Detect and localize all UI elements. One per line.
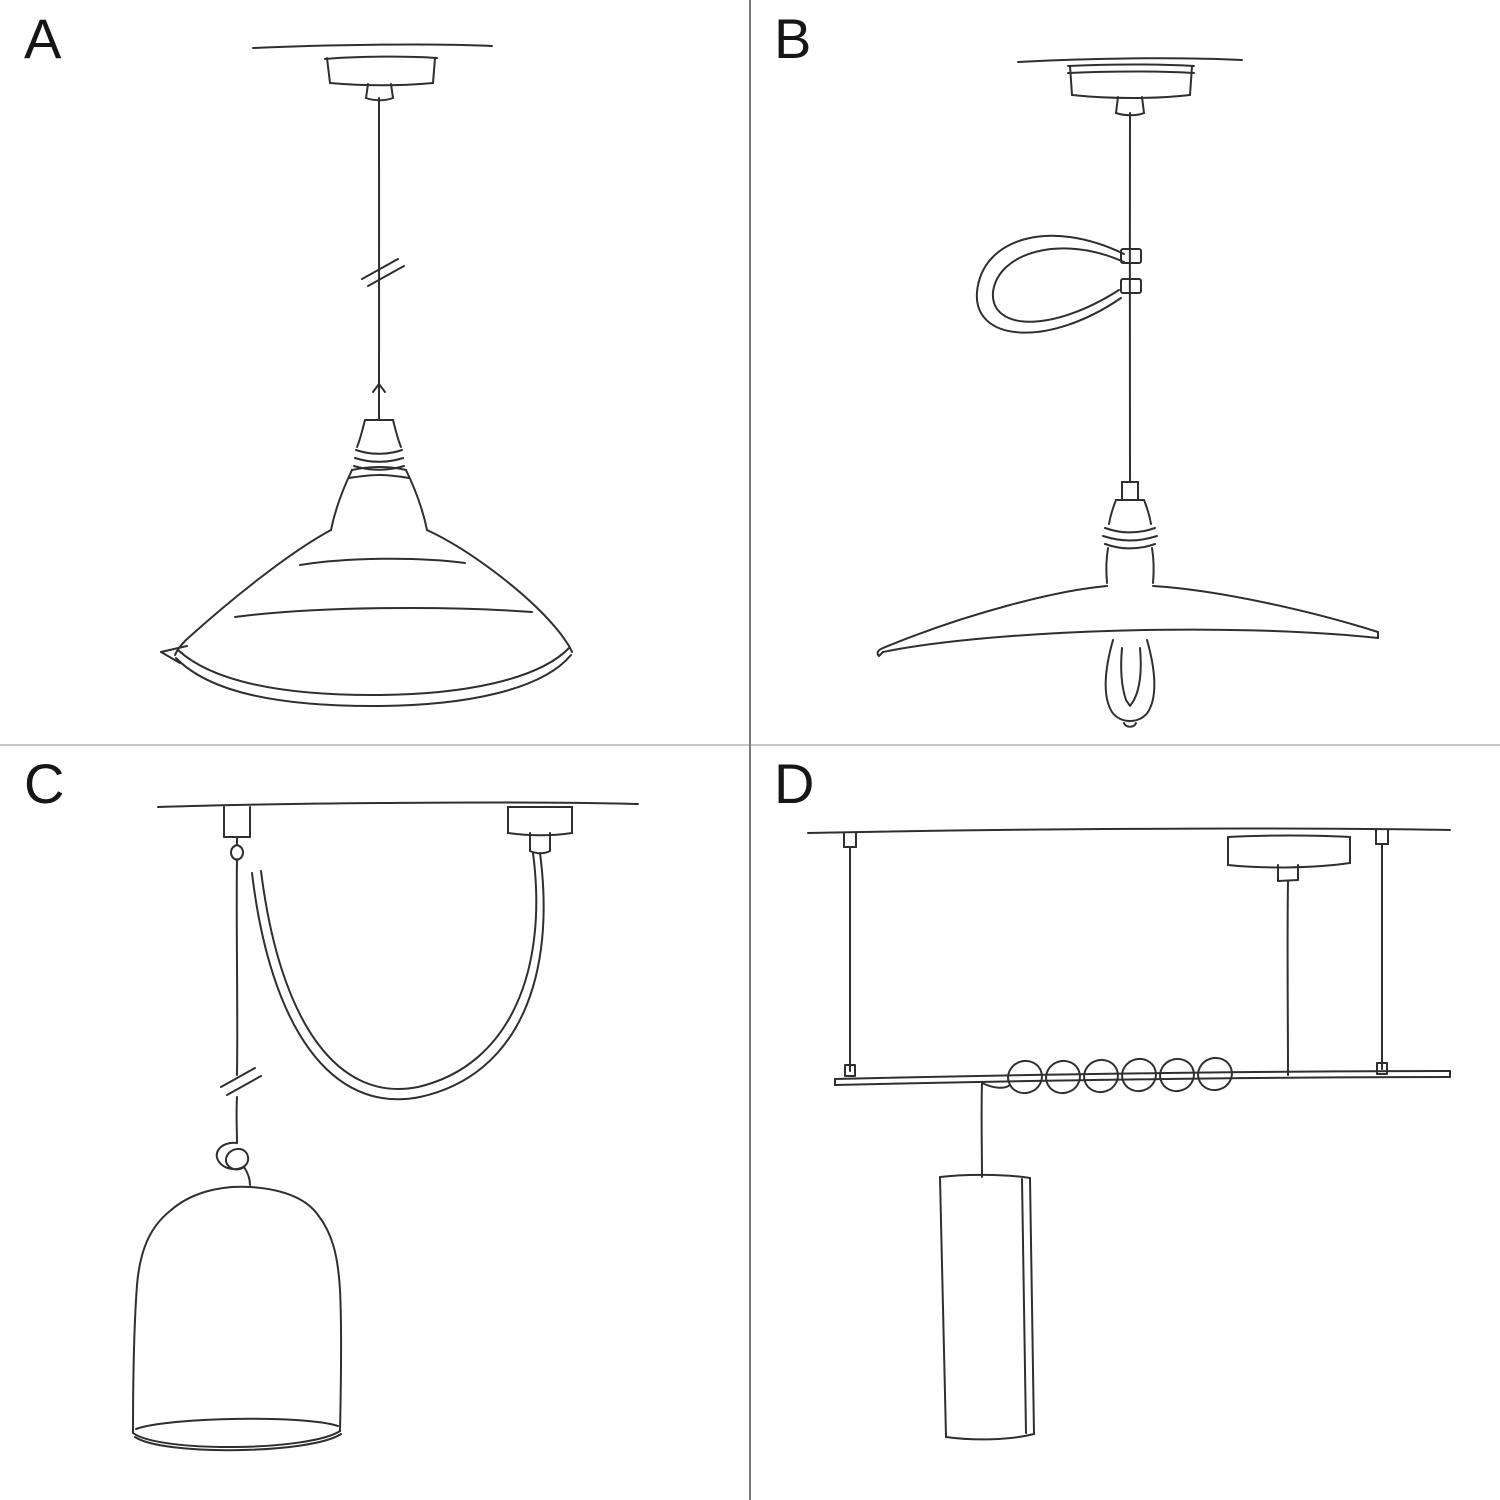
ceiling-rose <box>507 806 573 855</box>
pendant-cable <box>1128 112 1132 483</box>
swag-cable <box>251 852 545 1101</box>
vertical-divider <box>749 0 751 1500</box>
right-suspension-wire <box>1375 829 1389 1075</box>
bar-suspension-tube-pendant-sketch <box>807 827 1451 1441</box>
ceiling-rose <box>1227 834 1351 1076</box>
bell-shade <box>132 1185 343 1452</box>
lamp-holder <box>1102 481 1158 584</box>
swag-hook <box>223 806 251 861</box>
plate-shade-pendant-sketch <box>876 57 1379 728</box>
cable-knot <box>215 1141 251 1186</box>
panel-d: D <box>750 745 1500 1500</box>
horizontal-bar <box>834 1070 1451 1086</box>
swag-bell-shade-pendant-sketch <box>132 801 639 1452</box>
ceiling-line <box>807 827 1451 834</box>
panel-a: A <box>0 0 750 745</box>
ceiling-rose <box>1067 63 1195 117</box>
ceiling-line <box>1017 57 1243 63</box>
ceiling-line <box>157 801 639 808</box>
panel-label-d: D <box>774 752 816 815</box>
panel-c: C <box>0 745 750 1500</box>
panel-label-b: B <box>774 7 813 70</box>
panel-b: B <box>750 0 1500 745</box>
pendant-cable <box>361 97 405 421</box>
coiled-cable <box>981 1056 1233 1095</box>
light-bulb <box>1104 639 1156 728</box>
tube-shade <box>939 1173 1035 1441</box>
ceiling-line <box>252 43 493 49</box>
drop-cable <box>220 858 262 1144</box>
lamp-holder <box>330 419 428 531</box>
industrial-shade-pendant-sketch <box>160 43 573 707</box>
panel-label-c: C <box>24 752 66 815</box>
ceiling-rose <box>324 55 438 102</box>
panel-label-a: A <box>24 7 63 70</box>
plate-shade <box>876 585 1379 657</box>
left-suspension-wire <box>843 832 857 1077</box>
industrial-shade <box>160 529 573 707</box>
cable-clip-loop <box>975 234 1142 334</box>
